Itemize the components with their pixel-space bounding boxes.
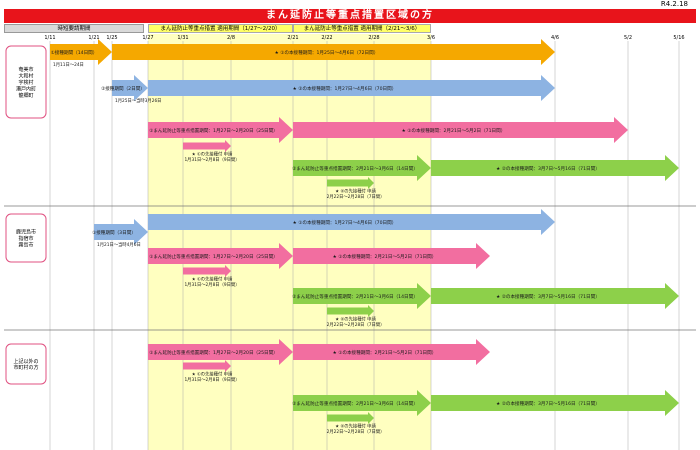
- arrow-pink: [148, 117, 293, 143]
- group-box: [5, 213, 47, 263]
- arrow-label: ①まん延防止等重点措置期間：1月27日～2月20日（25日間）: [149, 349, 278, 356]
- arrow-green: [293, 390, 431, 416]
- arrow-blue: [148, 209, 555, 235]
- arrow-green: [293, 283, 431, 309]
- date-tick-label: 3/6: [427, 35, 435, 41]
- arrow-label: ★ ①の本接種期間：2月21日～5月2日（71日間）: [333, 253, 437, 260]
- arrow-label: ★ ①の本接種期間：2月21日～5月2日（71日間）: [402, 127, 506, 134]
- arrow-blue: [112, 75, 148, 101]
- date-tick-label: 2/8: [227, 35, 235, 41]
- arrow-sublabel: ★ ①の先接種付 申請: [192, 276, 233, 283]
- arrow-blue: [94, 219, 148, 245]
- arrow-sublabel: 1月31日～2月8日（9日間）: [184, 377, 239, 383]
- group-label: 奄美市: [18, 66, 33, 73]
- date-tick-label: 4/6: [551, 35, 559, 41]
- arrow-green: [431, 390, 679, 416]
- arrow-sublabel: 1月25日～当時3月26日: [115, 97, 161, 104]
- arrow-label: ★ ②の本接種期間：1月27日～4月6日（70日間）: [293, 85, 397, 92]
- group-box: [5, 343, 47, 385]
- arrow-label: ②まん延防止等重点措置期間：2月21日～3月6日（14日間）: [292, 400, 418, 407]
- arrow-sublabel: 1月31日～2月8日（9日間）: [184, 282, 239, 288]
- arrow-pink: [148, 339, 293, 365]
- date-tick-label: 2/22: [321, 35, 332, 41]
- header-period1: まん延防止等重点措置 適用期間（1/27～2/20）: [148, 24, 293, 33]
- date-tick-label: 2/21: [287, 35, 298, 41]
- date-tick-label: 1/31: [177, 35, 188, 41]
- arrow-sublabel: 1月11日～24日: [53, 62, 84, 68]
- group-label: 瀬戸内町: [16, 85, 36, 92]
- group-box: [5, 45, 47, 119]
- arrow-green: [327, 177, 374, 189]
- group-label: 指宿市: [18, 235, 33, 242]
- date-label: R4.2.18: [660, 0, 688, 8]
- arrow-green: [431, 283, 679, 309]
- arrow-green: [327, 305, 374, 317]
- arrow-sublabel: 2月22日～2月28日（7日間）: [327, 194, 385, 200]
- arrow-sublabel: 2月22日～2月28日（7日間）: [327, 429, 385, 435]
- arrow-sublabel: 1月21日～当時4月6日: [97, 241, 141, 248]
- period-shade: [148, 34, 431, 450]
- arrow-label: ①まん延防止等重点措置期間：1月27日～2月20日（25日間）: [149, 253, 278, 260]
- group-label: 上記以外の: [13, 358, 38, 365]
- arrow-green: [431, 155, 679, 181]
- arrow-blue: [148, 75, 555, 101]
- group-label: 大和村: [18, 73, 33, 80]
- date-tick-label: 2/28: [368, 35, 379, 41]
- group-label: 霧島市: [18, 241, 33, 248]
- arrow-sublabel: ★ ①の先接種付 申請: [192, 371, 233, 378]
- date-tick-label: 1/27: [142, 35, 153, 41]
- group-label: 市町村の方: [13, 364, 38, 371]
- group-label: 鹿児島市: [16, 229, 36, 236]
- page-title: まん延防止等重点措置区域の方: [4, 9, 696, 23]
- group-label: 宇検村: [18, 79, 33, 86]
- arrow-green: [293, 155, 431, 181]
- arrow-label: ②まん延防止等重点措置期間：2月21日～3月6日（14日間）: [292, 293, 418, 300]
- arrow-label: ①まん延防止等重点措置期間：1月27日～2月20日（25日間）: [149, 127, 278, 134]
- arrow-pink: [293, 339, 490, 365]
- arrow-green: [327, 412, 374, 424]
- arrow-pink: [183, 360, 231, 372]
- header-left: 時短要請期間: [4, 24, 144, 33]
- arrow-sublabel: 1月31日～2月8日（9日間）: [184, 157, 239, 163]
- header-period2: まん延防止等重点措置 適用期間（2/21～3/6）: [293, 24, 431, 33]
- arrow-label: ②接種期間（2日間）: [101, 85, 145, 92]
- arrow-pink: [148, 243, 293, 269]
- arrow-label: ★ ①の本接種期間：1月25日～4月6日（72日間）: [275, 49, 379, 56]
- arrow-label: ★ ②の本接種期間：3月7日～5月16日（71日間）: [496, 293, 600, 300]
- arrow-pink: [183, 265, 231, 277]
- date-tick-label: 1/21: [88, 35, 99, 41]
- arrow-label: ★ ①の本接種期間：1月27日～4月6日（70日間）: [293, 219, 397, 226]
- date-tick-label: 1/11: [44, 35, 55, 41]
- arrow-label: ②まん延防止等重点措置期間：2月21日～3月6日（14日間）: [292, 165, 418, 172]
- group-label: 龍郷町: [18, 92, 33, 99]
- arrow-label: ①接種期間（3日間）: [92, 229, 136, 236]
- arrow-label: ★ ②の本接種期間：3月7日～5月16日（71日間）: [496, 165, 600, 172]
- arrow-sublabel: 2月22日～2月28日（7日間）: [327, 322, 385, 328]
- date-tick-label: 5/2: [624, 35, 632, 41]
- arrow-sublabel: ★ ①の先接種付 申請: [192, 151, 233, 158]
- date-tick-label: 1/25: [106, 35, 117, 41]
- arrow-pink: [293, 243, 490, 269]
- arrow-sublabel: ★ ②の先接種付 申請: [335, 423, 376, 430]
- arrow-orange: [50, 39, 112, 65]
- date-tick-label: 5/16: [673, 35, 684, 41]
- arrow-sublabel: ★ ②の先接種付 申請: [335, 316, 376, 323]
- arrow-pink: [293, 117, 628, 143]
- arrow-label: ①接種期間（14日間）: [51, 49, 98, 56]
- arrow-sublabel: ★ ②の先接種付 申請: [335, 188, 376, 195]
- arrow-orange: [112, 39, 555, 65]
- arrow-label: ★ ①の本接種期間：2月21日～5月2日（71日間）: [333, 349, 437, 356]
- arrow-pink: [183, 140, 231, 152]
- arrow-label: ★ ②の本接種期間：3月7日～5月16日（71日間）: [496, 400, 600, 407]
